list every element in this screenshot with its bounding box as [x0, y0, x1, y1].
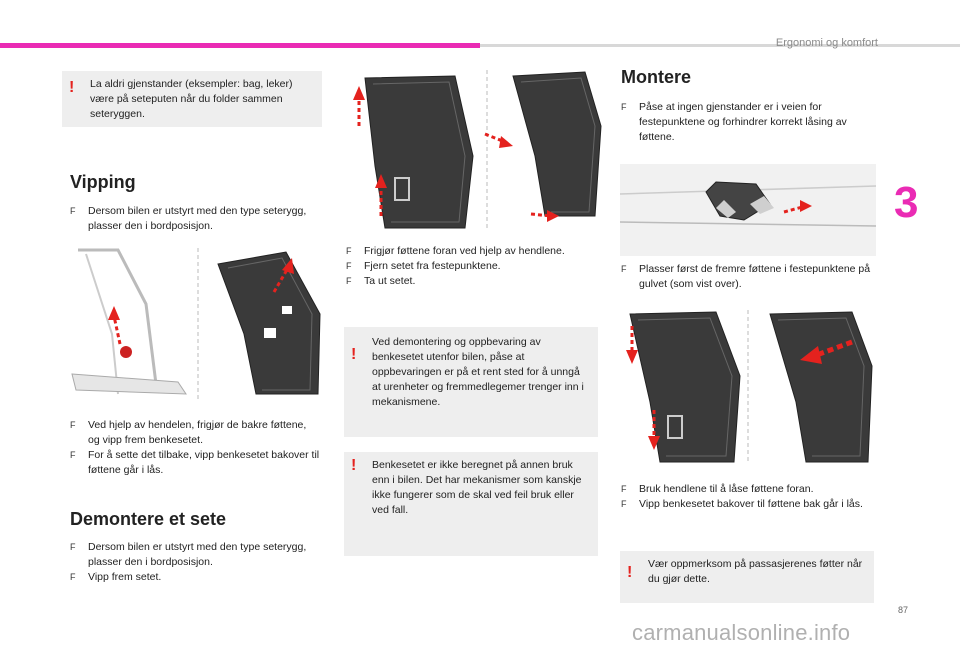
warning-note-text: La aldri gjenstander (eksempler: bag, le…: [90, 78, 293, 120]
warning-note-not-designed: ! Benkesetet er ikke beregnet på annen b…: [344, 452, 598, 556]
figure-bench-push-back: [769, 311, 873, 463]
bullet-icon: F: [621, 484, 627, 494]
bullet-icon: F: [621, 264, 627, 274]
figure-montere: [626, 310, 873, 463]
bullet-icon: F: [346, 276, 352, 286]
bullet-icon: F: [70, 572, 76, 582]
figure-demontere: [353, 70, 602, 230]
figure-bench-tilted: [217, 251, 321, 395]
warning-note-objects: ! La aldri gjenstander (eksempler: bag, …: [62, 71, 322, 127]
figure-vipping: [71, 248, 321, 400]
figure-floor-anchors: [620, 164, 876, 256]
bullet-icon: F: [70, 206, 76, 216]
section-title-vipping: Vipping: [70, 172, 136, 192]
warning-icon: !: [627, 564, 633, 581]
warning-icon: !: [351, 346, 357, 363]
warning-note-text: Benkesetet er ikke beregnet på annen bru…: [372, 459, 582, 516]
bullet-icon: F: [346, 261, 352, 271]
bullet-icon: F: [621, 499, 627, 509]
chapter-number: 3: [894, 178, 919, 227]
bullet-icon: F: [346, 246, 352, 256]
header-title: Ergonomi og komfort: [775, 37, 878, 49]
header-rule: [480, 44, 960, 47]
section-title-demontere: Demontere et sete: [70, 509, 227, 529]
header-accent-bar: [0, 43, 480, 48]
figure-bench-place-front: [626, 311, 741, 463]
bullet-icon: F: [70, 542, 76, 552]
figure-seat-frame: [71, 248, 187, 395]
watermark: carmanualsonline.info: [632, 620, 851, 645]
bullet-icon: F: [621, 102, 627, 112]
warning-note-text: Vær oppmerksom på passasjerenes føtter n…: [648, 558, 863, 585]
warning-note-text: Ved demontering og oppbevaring av benkes…: [372, 336, 584, 408]
page-number: 87: [898, 605, 909, 615]
warning-note-storage: ! Ved demontering og oppbevaring av benk…: [344, 327, 598, 437]
warning-note-passengers: ! Vær oppmerksom på passasjerenes føtter…: [620, 551, 874, 603]
bullet-icon: F: [70, 450, 76, 460]
section-title-montere: Montere: [621, 67, 692, 87]
bullet-icon: F: [70, 420, 76, 430]
figure-bench-remove: [484, 71, 602, 222]
warning-icon: !: [69, 79, 75, 96]
warning-icon: !: [351, 457, 357, 474]
figure-bench-front-release: [353, 75, 474, 229]
